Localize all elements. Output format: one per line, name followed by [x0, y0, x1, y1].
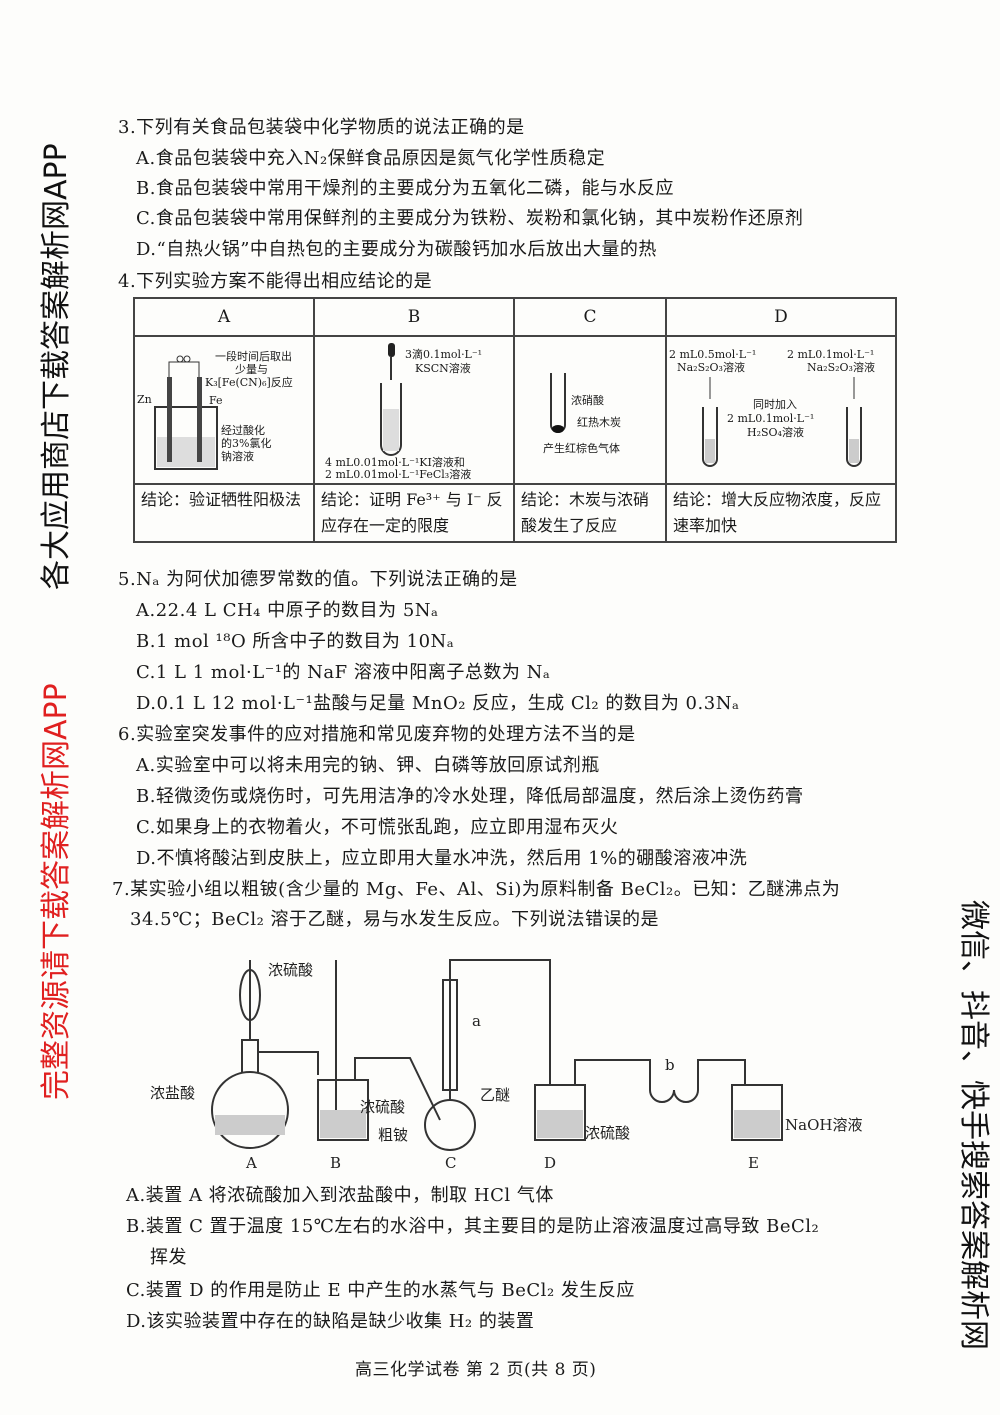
col-a-header: A: [133, 297, 315, 337]
diagram-d: 2 mL0.5mol·L⁻¹ Na₂S₂O₃溶液 2 mL0.1mol·L⁻¹ …: [665, 335, 897, 485]
q3-option-d: D.“自热火锅”中自热包的主要成分为碳酸钙加水后放出大量的热: [136, 239, 657, 260]
label: 2 mL0.01mol·L⁻¹FeCl₃溶液: [325, 468, 472, 481]
watermark-middle: 完整资源请下载答案解析网APP: [39, 683, 74, 1100]
label-conc-hcl: 浓盐酸: [150, 1084, 195, 1102]
label-conc-sulfuric-d: 浓硫酸: [585, 1124, 630, 1142]
label-b: b: [665, 1056, 675, 1074]
label-ether: 乙醚: [480, 1086, 510, 1104]
conclusion-a: 结论：验证牺牲阳极法: [133, 483, 315, 543]
q6-option-b: B.轻微烫伤或烧伤时，可先用洁净的冷水处理，降低局部温度，然后涂上烫伤药膏: [136, 786, 804, 807]
label: 经过酸化: [221, 424, 265, 437]
col-c-header: C: [513, 297, 667, 337]
q6-option-d: D.不慎将酸沾到皮肤上，应立即用大量水冲洗，然后用 1%的硼酸溶液冲洗: [136, 848, 748, 869]
q6-option-c: C.如果身上的衣物着火，不可慌张乱跑，应立即用湿布灭火: [136, 817, 619, 838]
q7-option-a: A.装置 A 将浓硫酸加入到浓盐酸中，制取 HCl 气体: [126, 1185, 554, 1206]
label: 2 mL0.1mol·L⁻¹: [787, 348, 875, 361]
label: Na₂S₂O₃溶液: [677, 361, 745, 374]
col-d-header: D: [665, 297, 897, 337]
label: K₃[Fe(CN)₆]反应: [205, 376, 293, 389]
conclusion-c: 结论：木炭与浓硝酸发生了反应: [513, 483, 667, 543]
col-b-header: B: [313, 297, 515, 337]
label: 钠溶液: [221, 450, 254, 463]
label-conc-sulfuric-a: 浓硫酸: [268, 961, 313, 979]
q6-option-a: A.实验室中可以将未用完的钠、钾、白磷等放回原试剂瓶: [136, 755, 600, 776]
q7-option-c: C.装置 D 的作用是防止 E 中产生的水蒸气与 BeCl₂ 发生反应: [126, 1280, 635, 1301]
q6-stem: 6.实验室突发事件的应对措施和常见废弃物的处理方法不当的是: [118, 724, 636, 745]
diagram-a: 一段时间后取出 少量与 K₃[Fe(CN)₆]反应 Zn Fe 经过酸化 的3%…: [133, 335, 315, 485]
q7-option-b: B.装置 C 置于温度 15℃左右的水浴中，其主要目的是防止溶液温度过高导致 B…: [126, 1216, 820, 1237]
q4-table: A B C D 一段时间后取出 少量与 K₃[Fe(CN)₆]反应 Zn Fe …: [133, 297, 897, 543]
conclusion-d: 结论：增大反应物浓度，反应速率加快: [665, 483, 897, 543]
diagram-c: 浓硝酸 红热木炭 产生红棕色气体: [513, 335, 667, 485]
conclusion-b: 结论：证明 Fe³⁺ 与 I⁻ 反应存在一定的限度: [313, 483, 515, 543]
test-tube-icon: [550, 373, 566, 433]
q5-stem: 5.Nₐ 为阿伏加德罗常数的值。下列说法正确的是: [118, 569, 518, 590]
label: 2 mL0.5mol·L⁻¹: [669, 348, 757, 361]
q7-stem-line2: 34.5℃；BeCl₂ 溶于乙醚，易与水发生反应。下列说法错误的是: [130, 909, 660, 930]
label: 同时加入: [753, 398, 797, 411]
q7-stem-line1: 7.某实验小组以粗铍(含少量的 Mg、Fe、Al、Si)为原料制备 BeCl₂。…: [112, 879, 841, 900]
label-naoh: NaOH溶液: [785, 1116, 862, 1134]
apparatus-diagram: 浓硫酸 浓盐酸 浓硫酸 粗铍 a 乙醚 浓硫酸 b NaOH溶液 A B C D…: [150, 959, 862, 1172]
q3-option-c: C.食品包装袋中常用保鲜剂的主要成分为铁粉、炭粉和氯化钠，其中炭粉作还原剂: [136, 208, 804, 229]
label: 浓硝酸: [571, 394, 604, 407]
device-c: C: [445, 1154, 456, 1172]
label: 4 mL0.01mol·L⁻¹KI溶液和: [325, 456, 465, 469]
watermark-top: 各大应用商店下载答案解析网APP: [39, 143, 74, 590]
label: Fe: [209, 394, 223, 407]
device-d: D: [544, 1154, 556, 1172]
label-a: a: [472, 1012, 481, 1030]
q4-stem: 4.下列实验方案不能得出相应结论的是: [118, 271, 433, 292]
q7-option-b-cont: 挥发: [150, 1247, 187, 1268]
test-tube-dropper-icon: [380, 343, 402, 456]
label: 少量与: [235, 363, 268, 376]
diagram-b: 3滴0.1mol·L⁻¹ KSCN溶液 4 mL0.01mol·L⁻¹KI溶液和…: [313, 335, 515, 485]
label-conc-sulfuric-b: 浓硫酸: [360, 1098, 405, 1116]
q3-option-a: A.食品包装袋中充入N₂保鲜食品原因是氮气化学性质稳定: [136, 148, 606, 169]
label: 红热木炭: [577, 416, 621, 429]
label: 一段时间后取出: [215, 350, 292, 363]
q5-option-a: A.22.4 L CH₄ 中原子的数目为 5Nₐ: [136, 600, 439, 621]
q5-option-c: C.1 L 1 mol·L⁻¹的 NaF 溶液中阳离子总数为 Nₐ: [136, 662, 551, 683]
q3-option-b: B.食品包装袋中常用干燥剂的主要成分为五氧化二磷，能与水反应: [136, 178, 674, 199]
label: KSCN溶液: [415, 362, 471, 375]
galvanic-cell-icon: [154, 355, 218, 470]
label: 3滴0.1mol·L⁻¹: [405, 348, 483, 361]
label: 的3%氯化: [221, 437, 272, 450]
device-a: A: [245, 1154, 257, 1172]
label: Zn: [137, 393, 152, 406]
q7-option-d: D.该实验装置中存在的缺陷是缺少收集 H₂ 的装置: [126, 1311, 535, 1332]
q3-stem: 3.下列有关食品包装袋中化学物质的说法正确的是: [118, 117, 525, 138]
watermark-bottom: 微信、抖音、快手搜索答案解析网: [956, 900, 991, 1350]
device-e: E: [748, 1154, 759, 1172]
page-footer: 高三化学试卷 第 2 页(共 8 页): [355, 1360, 597, 1380]
q5-option-d: D.0.1 L 12 mol·L⁻¹盐酸与足量 MnO₂ 反应，生成 Cl₂ 的…: [136, 693, 740, 714]
label: Na₂S₂O₃溶液: [807, 361, 875, 374]
label: H₂SO₄溶液: [747, 426, 804, 439]
label-crude-be: 粗铍: [378, 1126, 408, 1144]
label: 产生红棕色气体: [543, 442, 620, 455]
device-b: B: [330, 1154, 341, 1172]
label: 2 mL0.1mol·L⁻¹: [727, 412, 815, 425]
q5-option-b: B.1 mol ¹⁸O 所含中子的数目为 10Nₐ: [136, 631, 455, 652]
two-test-tubes-icon: [702, 377, 862, 467]
